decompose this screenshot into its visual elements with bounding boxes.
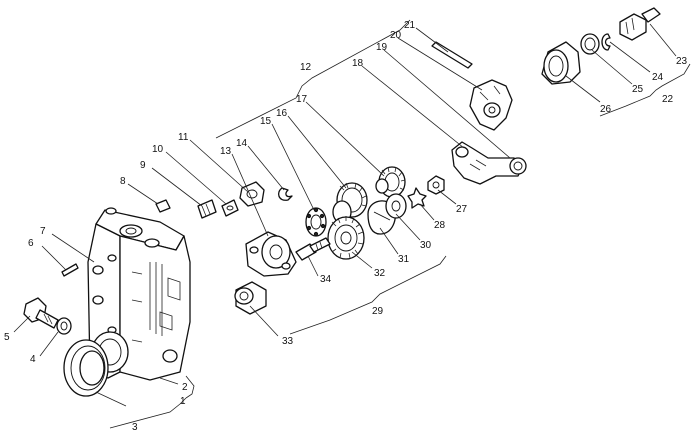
gear-cluster-part xyxy=(332,182,368,224)
rod-pin-part xyxy=(431,41,473,69)
sleeve-part xyxy=(541,41,581,85)
label-31: 31 xyxy=(398,254,410,265)
gear-upper-part xyxy=(375,166,406,198)
label-14: 14 xyxy=(236,138,248,149)
label-16: 16 xyxy=(276,108,288,119)
short-bolt-part xyxy=(295,237,331,261)
fitting-part xyxy=(619,7,661,41)
brace-lines xyxy=(109,19,691,429)
washer-part xyxy=(56,317,72,335)
label-34: 34 xyxy=(320,274,332,285)
label-12: 12 xyxy=(300,62,312,73)
gear-large-part xyxy=(327,216,365,260)
label-5: 5 xyxy=(4,332,10,343)
lever-part xyxy=(451,141,527,185)
label-19: 19 xyxy=(376,42,388,53)
label-18: 18 xyxy=(352,58,364,69)
label-10: 10 xyxy=(152,144,164,155)
label-3: 3 xyxy=(132,422,138,433)
label-2: 2 xyxy=(182,382,188,393)
label-28: 28 xyxy=(434,220,446,231)
screw-part xyxy=(197,199,217,219)
label-33: 33 xyxy=(282,336,294,347)
label-8: 8 xyxy=(120,176,126,187)
part-labels: 1 2 3 4 5 6 7 8 9 10 11 12 13 14 15 16 1… xyxy=(4,20,688,433)
spring-clip-part xyxy=(277,187,293,201)
label-25: 25 xyxy=(632,84,644,95)
label-29: 29 xyxy=(372,306,384,317)
label-30: 30 xyxy=(420,240,432,251)
bearing-part xyxy=(305,207,327,237)
sprocket-part xyxy=(385,193,407,219)
bracket-part xyxy=(469,79,513,131)
label-23: 23 xyxy=(676,56,688,67)
label-11: 11 xyxy=(178,132,189,143)
label-1: 1 xyxy=(180,396,186,407)
label-27: 27 xyxy=(456,204,468,215)
snap-ring-part xyxy=(601,33,611,51)
label-13: 13 xyxy=(220,146,232,157)
label-26: 26 xyxy=(600,104,612,115)
nut-small-part xyxy=(427,175,445,195)
plug-part xyxy=(155,199,171,213)
label-17: 17 xyxy=(296,94,308,105)
flange-hub-part xyxy=(245,231,297,277)
label-7: 7 xyxy=(40,226,46,237)
label-20: 20 xyxy=(390,30,402,41)
label-6: 6 xyxy=(28,238,34,249)
bushing-part xyxy=(234,281,267,315)
bolt-part xyxy=(23,297,59,329)
label-22: 22 xyxy=(662,94,674,105)
leader-lines xyxy=(13,23,677,407)
pin-part xyxy=(61,263,79,277)
seal-ring-part xyxy=(63,339,109,397)
nut-part xyxy=(239,181,265,207)
o-ring-part xyxy=(580,33,600,55)
label-32: 32 xyxy=(374,268,386,279)
label-15: 15 xyxy=(260,116,272,127)
label-4: 4 xyxy=(30,354,36,365)
label-9: 9 xyxy=(140,160,146,171)
star-wheel-part xyxy=(407,187,427,209)
label-24: 24 xyxy=(652,72,664,83)
label-21: 21 xyxy=(404,20,416,31)
